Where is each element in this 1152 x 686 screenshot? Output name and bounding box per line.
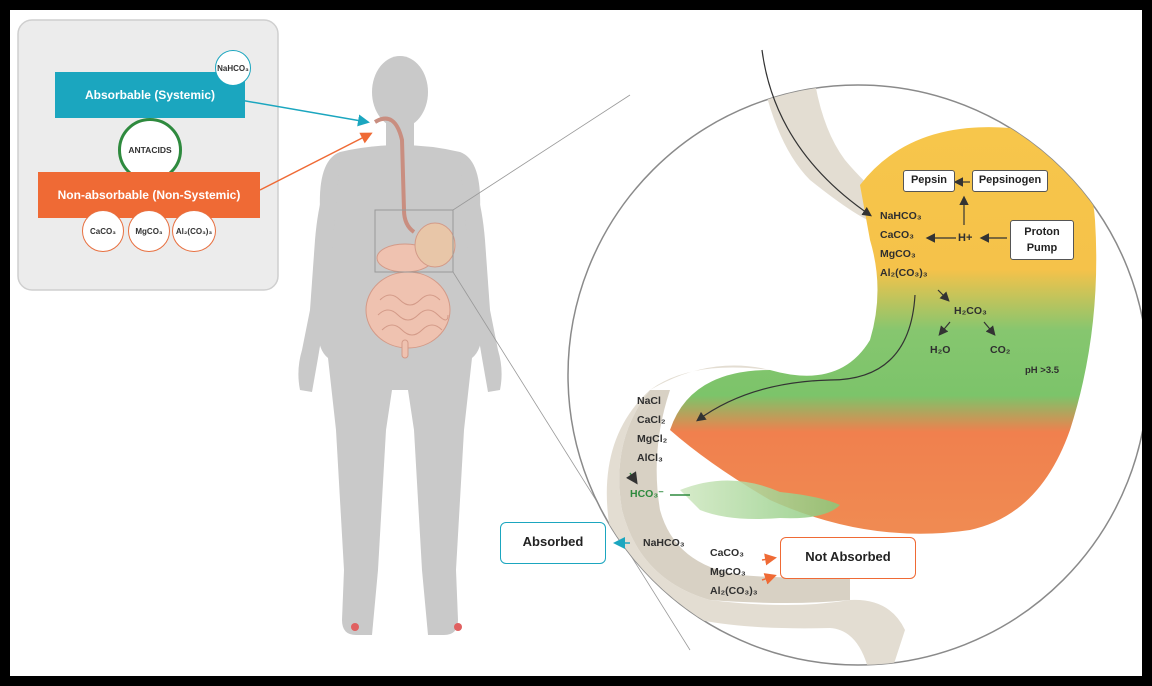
absorbable-label: Absorbable (Systemic)	[85, 88, 215, 102]
h-plus-label: H+	[958, 232, 972, 244]
absorbed-label: Absorbed	[523, 534, 584, 549]
nahco3-circle: NaHCO₃	[215, 50, 251, 86]
absorbed-box: Absorbed	[500, 522, 606, 564]
caco3-circle-label: CaCO₃	[90, 227, 116, 236]
co2-label: CO₂	[990, 344, 1010, 356]
stomach-antacid-1: CaCO₃	[880, 229, 914, 241]
pepsinogen-label: Pepsinogen	[979, 174, 1041, 186]
salt-0: NaCl	[637, 395, 661, 407]
salt-3: AlCl₃	[637, 452, 663, 464]
mgco3-circle: MgCO₃	[128, 210, 170, 252]
pepsin-box: Pepsin	[903, 170, 955, 192]
h2co3-label: H₂CO₃	[954, 305, 987, 317]
nonabs-0: CaCO₃	[710, 547, 744, 559]
not-absorbed-label: Not Absorbed	[805, 549, 890, 564]
al2co33-circle-label: Al₂(CO₃)₃	[176, 227, 212, 236]
stomach-antacid-3: Al₂(CO₃)₃	[880, 267, 928, 279]
absorbable-bar: Absorbable (Systemic)	[55, 72, 245, 118]
proton-pump-label: Proton Pump	[1024, 226, 1059, 254]
pepsinogen-box: Pepsinogen	[972, 170, 1048, 192]
antacids-label: ANTACIDS	[128, 145, 171, 155]
nonabsorbable-label: Non-absorbable (Non-Systemic)	[58, 188, 241, 202]
nonabs-1: MgCO₃	[710, 566, 746, 578]
mgco3-circle-label: MgCO₃	[135, 227, 162, 236]
stomach-antacid-0: NaHCO₃	[880, 210, 922, 222]
al2co33-circle: Al₂(CO₃)₃	[172, 210, 216, 252]
foot-dot-left	[351, 623, 359, 631]
hco3-label: HCO₃⁻	[630, 488, 664, 500]
h2o-label: H₂O	[930, 344, 950, 356]
stomach-antacid-2: MgCO₃	[880, 248, 916, 260]
pepsin-label: Pepsin	[911, 174, 947, 186]
ph-label: pH >3.5	[1025, 365, 1059, 376]
nahco3-circle-label: NaHCO₃	[217, 64, 249, 73]
not-absorbed-box: Not Absorbed	[780, 537, 916, 579]
duodenum-nahco3: NaHCO₃	[643, 537, 685, 549]
salt-1: CaCl₂	[637, 414, 666, 426]
diagram-frame: Absorbable (Systemic) NaHCO₃ ANTACIDS No…	[10, 10, 1142, 676]
proton-pump-box: Proton Pump	[1010, 220, 1074, 260]
nonabs-2: Al₂(CO₃)₃	[710, 585, 758, 597]
salt-2: MgCl₂	[637, 433, 667, 445]
foot-dot-right	[454, 623, 462, 631]
caco3-circle: CaCO₃	[82, 210, 124, 252]
